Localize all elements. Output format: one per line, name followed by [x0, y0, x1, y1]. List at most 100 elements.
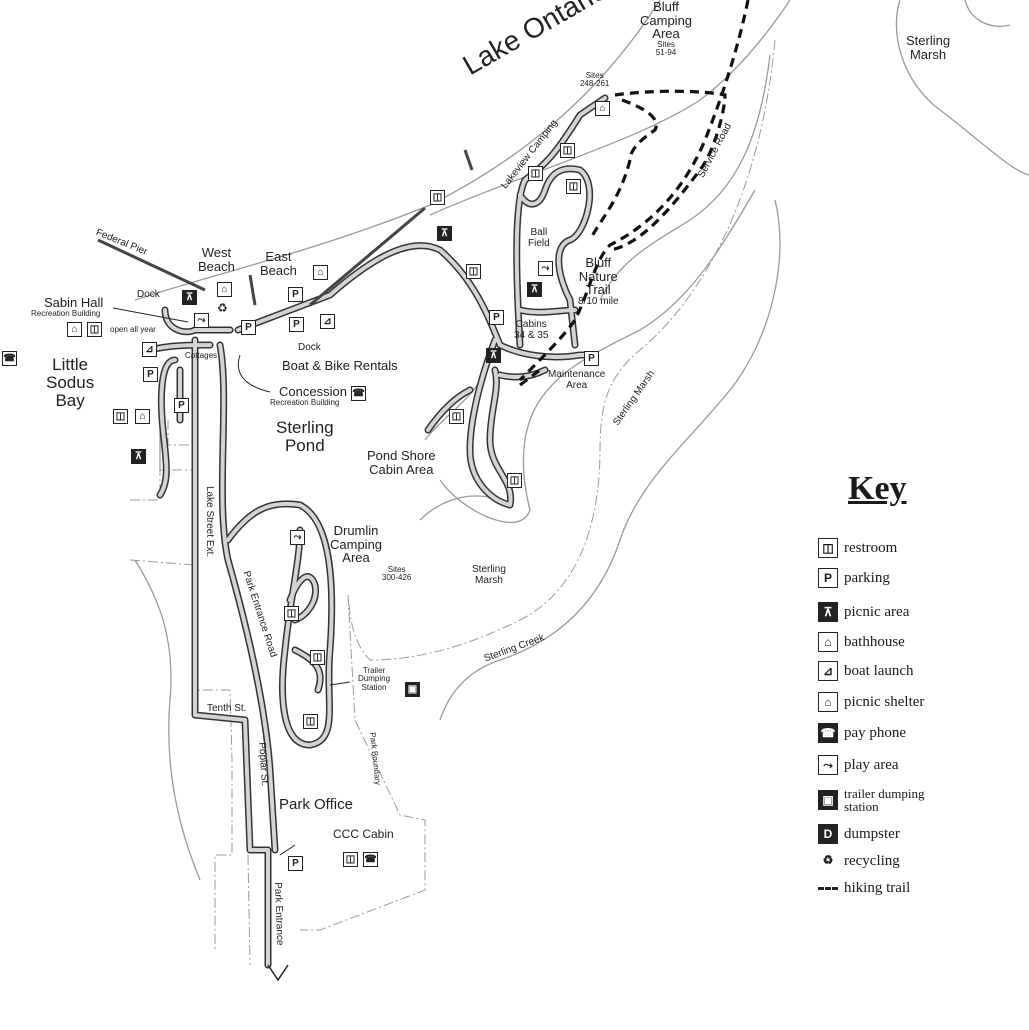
key-title: Key — [848, 470, 907, 507]
key-label: parking — [844, 569, 890, 586]
key-item-recycling: ♻ recycling — [818, 849, 900, 873]
key-item-bathhouse: ⌂ bathhouse — [818, 630, 905, 654]
restroom-icon: ◫ — [528, 166, 543, 181]
boat-bike-rentals-label: Boat & Bike Rentals — [282, 358, 398, 373]
recycling-icon: ♻ — [818, 851, 838, 871]
restroom-icon: ◫ — [560, 143, 575, 158]
key-item-hiking-trail: hiking trail — [818, 876, 910, 900]
pay-phone-icon: ☎ — [2, 351, 17, 366]
poplar-st-label: Poplar St. — [256, 741, 271, 787]
picnic-area-icon: ⊼ — [818, 602, 838, 622]
key-item-trailer-dumping: ▣ trailer dumping station — [818, 786, 925, 814]
restroom-icon: ◫ — [343, 852, 358, 867]
parking-icon: P — [289, 317, 304, 332]
key-item-boat-launch: ⊿ boat launch — [818, 659, 914, 683]
parking-icon: P — [288, 287, 303, 302]
restroom-icon: ◫ — [303, 714, 318, 729]
restroom-icon: ◫ — [466, 264, 481, 279]
picnic-shelter-icon: ⌂ — [595, 101, 610, 116]
key-label: hiking trail — [844, 879, 911, 896]
parking-icon: P — [288, 856, 303, 871]
key-label: bathhouse — [844, 633, 905, 650]
key-item-parking: P parking — [818, 566, 890, 590]
play-area-icon: ⤳ — [194, 313, 209, 328]
pointer-line — [237, 354, 271, 393]
picnic-area-icon: ⊼ — [182, 290, 197, 305]
boat-launch-icon: ⊿ — [320, 314, 335, 329]
parking-icon: P — [241, 320, 256, 335]
park-entrance-label: Park Entrance — [272, 881, 286, 946]
play-area-icon: ⤳ — [818, 755, 838, 775]
bathhouse-icon: ⌂ — [313, 265, 328, 280]
restroom-icon: ◫ — [113, 409, 128, 424]
restroom-icon: ◫ — [430, 190, 445, 205]
restroom-icon: ◫ — [284, 606, 299, 621]
parking-icon: P — [818, 568, 838, 588]
open-all-year-label: open all year — [110, 325, 156, 334]
key-item-restroom: ◫ restroom — [818, 536, 897, 560]
boat-launch-icon: ⊿ — [818, 661, 838, 681]
parking-icon: P — [584, 351, 599, 366]
key-label: recycling — [844, 852, 900, 869]
concession-label: Concession — [279, 384, 347, 399]
key-label: dumpster — [844, 825, 900, 842]
key-label: trailer dumping station — [844, 786, 925, 814]
pay-phone-icon: ☎ — [363, 852, 378, 867]
recycling-icon: ♻ — [217, 301, 228, 315]
bathhouse-icon: ⌂ — [818, 632, 838, 652]
dumpster-icon: D — [818, 824, 838, 844]
hiking-trail — [518, 0, 750, 387]
parking-icon: P — [174, 398, 189, 413]
picnic-area-icon: ⊼ — [527, 282, 542, 297]
concession-recreation-label: Recreation Building — [270, 398, 340, 407]
key-item-play-area: ⤳ play area — [818, 753, 899, 777]
parking-icon: P — [143, 367, 158, 382]
restroom-icon: ◫ — [566, 179, 581, 194]
piers — [97, 149, 474, 307]
key-label: restroom — [844, 539, 898, 556]
restroom-icon: ◫ — [449, 409, 464, 424]
play-area-icon: ⤳ — [290, 530, 305, 545]
boat-launch-icon: ⊿ — [142, 342, 157, 357]
parking-icon: P — [489, 310, 504, 325]
picnic-shelter-icon: ⌂ — [67, 322, 82, 337]
cottages-label: Cottages — [185, 351, 218, 360]
picnic-area-icon: ⊼ — [437, 226, 452, 241]
dock-west-label: Dock — [137, 289, 160, 300]
pointer-line — [279, 844, 296, 856]
sabin-recreation-label: Recreation Building — [31, 309, 101, 318]
key-item-picnic-area: ⊼ picnic area — [818, 600, 909, 624]
key-item-pay-phone: ☎ pay phone — [818, 721, 906, 745]
park-office-label: Park Office — [279, 796, 353, 813]
restroom-icon: ◫ — [310, 650, 325, 665]
trailer-dumping-icon: ▣ — [405, 682, 420, 697]
trailer-dumping-icon: ▣ — [818, 790, 838, 810]
bathhouse-icon: ⌂ — [217, 282, 232, 297]
entrance-arrow — [267, 964, 289, 982]
picnic-shelter-icon: ⌂ — [135, 409, 150, 424]
key-label: picnic shelter — [844, 693, 925, 710]
key-item-picnic-shelter: ⌂ picnic shelter — [818, 690, 924, 714]
key-label: pay phone — [844, 724, 907, 741]
restroom-icon: ◫ — [507, 473, 522, 488]
picnic-area-icon: ⊼ — [131, 449, 146, 464]
pay-phone-icon: ☎ — [351, 386, 366, 401]
key-label: boat launch — [844, 662, 914, 679]
ccc-cabin-label: CCC Cabin — [333, 827, 394, 841]
